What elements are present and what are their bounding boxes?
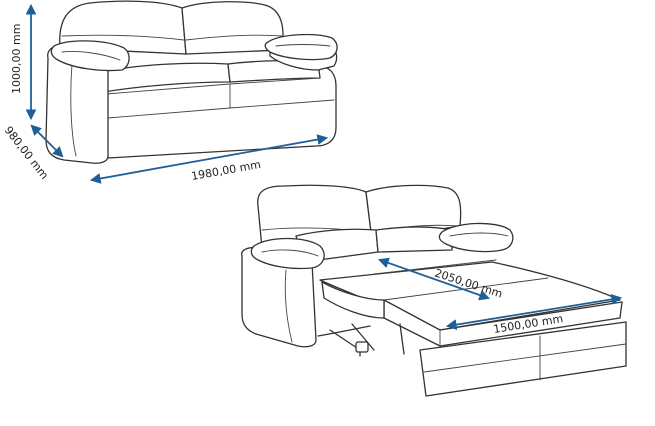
dimension-lines bbox=[25, 3, 623, 330]
depth-arrow bbox=[30, 124, 64, 158]
depth-label: 980,00 mm bbox=[2, 124, 51, 182]
mechanism-leg bbox=[355, 341, 369, 353]
closed-right-pillow bbox=[264, 33, 338, 61]
bed-length-arrow bbox=[377, 257, 491, 301]
open-back-cushion-right bbox=[365, 184, 462, 241]
width-label: 1980,00 mm bbox=[190, 158, 262, 183]
width-arrow bbox=[89, 134, 329, 184]
bed-width-arrow bbox=[445, 294, 623, 330]
mattress-fold bbox=[321, 281, 385, 319]
open-sofa-bed bbox=[241, 184, 627, 397]
height-label: 1000,00 mm bbox=[10, 24, 23, 94]
open-left-pillow bbox=[250, 237, 325, 270]
closed-sofa bbox=[45, 0, 338, 164]
closed-left-pillow bbox=[50, 40, 130, 72]
open-right-pillow bbox=[438, 222, 514, 253]
open-left-arm bbox=[241, 246, 317, 348]
bed-base bbox=[419, 321, 627, 397]
